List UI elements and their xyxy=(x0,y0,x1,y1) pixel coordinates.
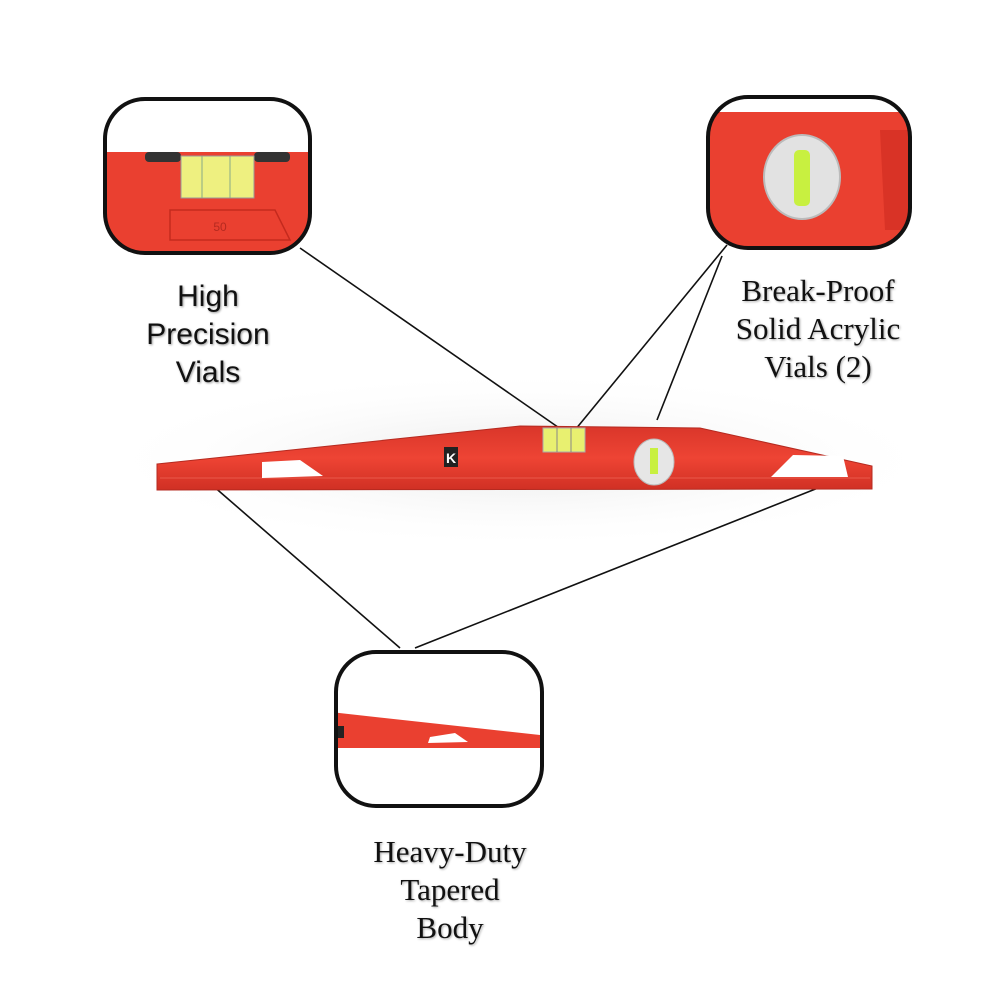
brand-logo xyxy=(444,447,458,467)
svg-text:K: K xyxy=(446,450,456,466)
callout-vial-closeup: 50 xyxy=(103,97,312,255)
leader-lines xyxy=(211,244,819,649)
leader-line xyxy=(211,484,401,649)
callout-label-acrylic-vials: Break-Proof Solid Acrylic Vials (2) xyxy=(708,272,928,386)
label-line: Solid Acrylic xyxy=(735,311,901,346)
callout-acrylic-closeup xyxy=(706,95,912,250)
label-line: Body xyxy=(416,910,484,945)
leader-line xyxy=(574,244,728,431)
label-line: Precision xyxy=(146,318,270,351)
cutout xyxy=(771,455,848,477)
label-line: Break-Proof xyxy=(741,273,895,308)
vial-horizontal xyxy=(542,427,586,453)
leader-line xyxy=(299,247,566,433)
torpedo-level: K xyxy=(156,425,873,491)
svg-text:50: 50 xyxy=(213,220,227,234)
callout-label-precision-vials: High Precision Vials xyxy=(108,278,308,392)
leader-line xyxy=(656,255,723,421)
label-line: High xyxy=(177,280,239,313)
label-line: Heavy-Duty xyxy=(373,834,527,869)
callout-label-tapered-body: Heavy-Duty Tapered Body xyxy=(340,833,560,947)
label-line: Vials xyxy=(175,356,241,389)
callout-body-closeup xyxy=(334,650,544,808)
label-line: Tapered xyxy=(400,872,500,907)
leader-line xyxy=(414,487,819,649)
cutout xyxy=(262,460,323,478)
label-line: Vials (2) xyxy=(764,349,872,384)
